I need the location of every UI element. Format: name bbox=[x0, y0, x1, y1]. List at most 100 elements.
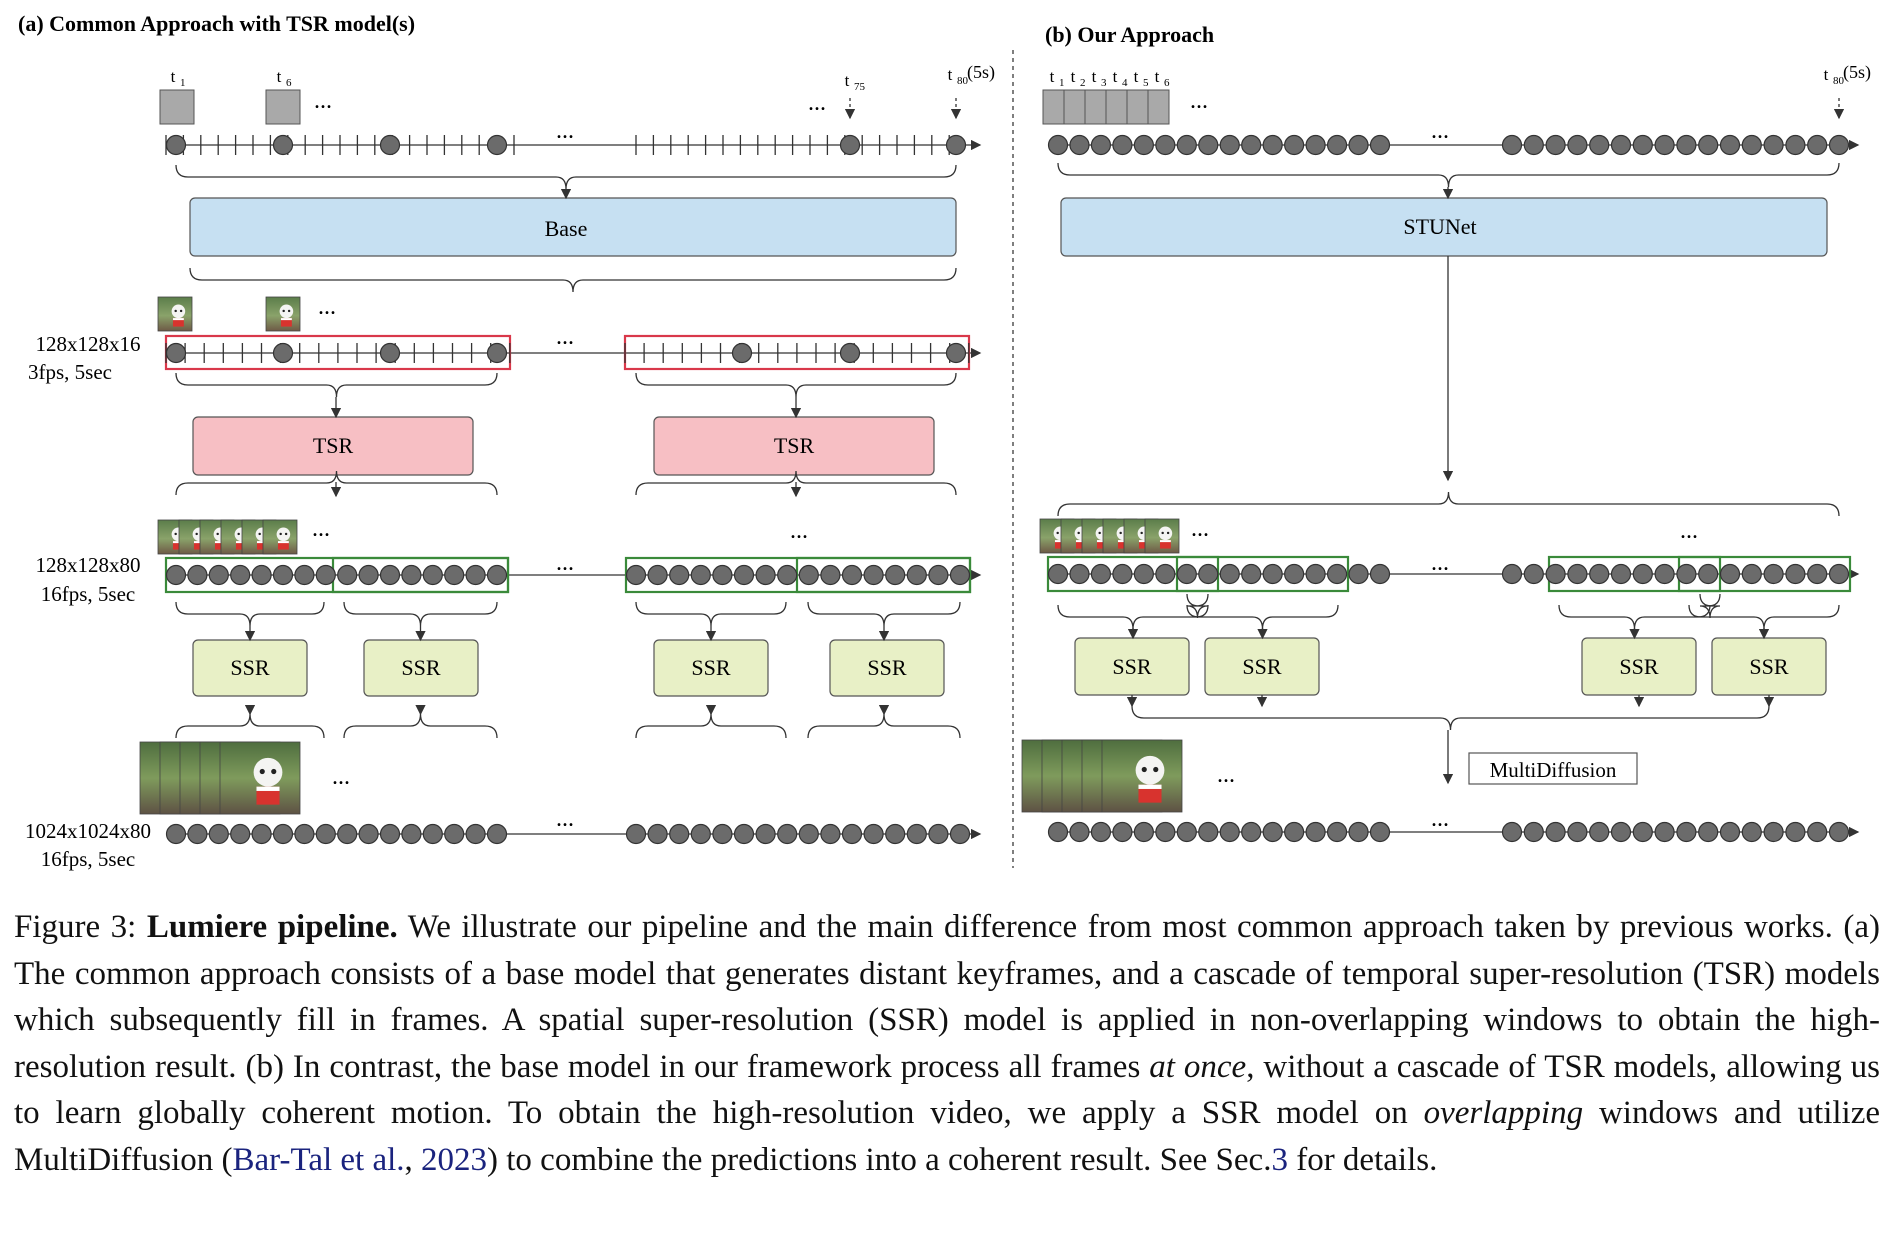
frame-dot bbox=[1763, 821, 1784, 843]
time-label: t bbox=[1092, 67, 1097, 86]
brace-out bbox=[635, 713, 787, 739]
ellipsis: ... bbox=[332, 764, 350, 790]
time-label-t75: t bbox=[845, 71, 850, 90]
panda-thumbnail-eye bbox=[1166, 531, 1170, 535]
time-label-t75-sub: 75 bbox=[854, 81, 866, 93]
frame-dot bbox=[1828, 563, 1850, 585]
frame-dot bbox=[358, 823, 379, 845]
brace bbox=[1688, 604, 1840, 630]
frame-dot bbox=[1828, 134, 1850, 156]
panda-thumbnail-eye bbox=[258, 532, 261, 536]
frame-dot bbox=[187, 564, 208, 586]
frame-dot bbox=[1828, 821, 1850, 843]
ellipsis: ... bbox=[312, 516, 330, 542]
citation-year-link[interactable]: 2023 bbox=[421, 1141, 488, 1178]
frame-dot bbox=[1262, 563, 1283, 585]
panda-thumbnail-cup bbox=[172, 541, 184, 550]
frame-dot bbox=[1589, 134, 1610, 156]
frame-dot bbox=[1176, 563, 1197, 585]
frame-dot bbox=[1741, 821, 1762, 843]
caption-text-5: for details. bbox=[1287, 1141, 1438, 1178]
frame-dot bbox=[1219, 134, 1240, 156]
time-label-sub: 5 bbox=[1143, 77, 1149, 89]
ellipsis: ... bbox=[556, 550, 574, 576]
frame-dot bbox=[337, 823, 358, 845]
ssr-label-b2: SSR bbox=[1242, 654, 1281, 679]
panda-thumbnail-cup-rim bbox=[277, 541, 289, 544]
frame-dot bbox=[1567, 821, 1588, 843]
frame-dot bbox=[294, 823, 315, 845]
caption-cite-sep: , bbox=[404, 1141, 422, 1178]
pipeline-diagram: (a) Common Approach with TSR model(s) (b… bbox=[18, 11, 1871, 871]
ssr-label-a1: SSR bbox=[230, 655, 269, 680]
brace bbox=[1057, 604, 1209, 630]
time-label: t bbox=[1071, 67, 1076, 86]
panda-thumbnail-cup bbox=[193, 541, 205, 550]
frame-dot bbox=[165, 823, 187, 845]
panda-image-eye bbox=[271, 768, 277, 775]
multidiffusion-box bbox=[1468, 752, 1638, 785]
frame-dot bbox=[949, 564, 971, 586]
caption-overlapping: overlapping bbox=[1423, 1095, 1584, 1131]
citation-authors-link[interactable]: Bar-Tal et al. bbox=[232, 1141, 405, 1178]
panda-thumbnail-eye bbox=[1056, 531, 1059, 535]
frame-placeholder bbox=[1084, 89, 1107, 125]
frame-dot bbox=[1501, 563, 1523, 585]
panda-image-cup bbox=[256, 786, 280, 805]
stunet-label: STUNet bbox=[1403, 214, 1476, 239]
panda-thumbnail-cup bbox=[280, 318, 292, 327]
pipeline-figure: (a) Common Approach with TSR model(s) (b… bbox=[18, 11, 1871, 871]
ellipsis: ... bbox=[1190, 88, 1208, 114]
brace bbox=[175, 372, 498, 398]
brace bbox=[343, 601, 498, 627]
frame-dot bbox=[690, 823, 711, 845]
section-ref-link[interactable]: 3 bbox=[1271, 1141, 1288, 1178]
multidiffusion-label: MultiDiffusion bbox=[1490, 758, 1617, 782]
frame-dot bbox=[1785, 134, 1806, 156]
frame-dot bbox=[1741, 563, 1762, 585]
frame-dot bbox=[1545, 134, 1566, 156]
frame-dot bbox=[1176, 134, 1197, 156]
frame-dot bbox=[1198, 821, 1219, 843]
ellipsis: ... bbox=[318, 294, 336, 320]
panda-thumbnail-cup-rim bbox=[1159, 540, 1171, 543]
panda-thumbnail-eye bbox=[279, 532, 282, 536]
frame-dot bbox=[486, 564, 508, 586]
time-label-t80: t bbox=[1824, 65, 1829, 84]
panda-thumbnail-cup bbox=[1054, 540, 1066, 549]
row1-res-label: 128x128x16 bbox=[36, 332, 141, 356]
frame-dot bbox=[315, 564, 336, 586]
keyframe-dot bbox=[486, 342, 508, 364]
caption-label: Figure 3: bbox=[14, 909, 137, 945]
frame-placeholder bbox=[1147, 89, 1170, 125]
panda-thumbnail-eye bbox=[284, 532, 288, 536]
frame-dot bbox=[1219, 821, 1240, 843]
frame-dot bbox=[777, 564, 798, 586]
brace bbox=[1558, 604, 1711, 630]
frame-dot bbox=[1676, 563, 1697, 585]
frame-dot bbox=[1589, 821, 1610, 843]
frame-dot bbox=[1654, 821, 1675, 843]
caption-at-once: at once bbox=[1149, 1048, 1247, 1085]
frame-dot bbox=[798, 564, 819, 586]
frame-dot bbox=[230, 564, 251, 586]
brace-out bbox=[189, 267, 957, 293]
frame-dot bbox=[906, 823, 927, 845]
frame-dot bbox=[422, 823, 443, 845]
row3-fps-label: 16fps, 5sec bbox=[41, 847, 135, 871]
panda-image-eye bbox=[259, 768, 265, 775]
frame-dot bbox=[1176, 821, 1197, 843]
frame-dot bbox=[379, 564, 401, 586]
frame-dot bbox=[1090, 134, 1112, 156]
panda-thumbnail-cup-rim bbox=[193, 541, 205, 544]
base-model-box bbox=[189, 197, 957, 257]
frame-dot bbox=[1112, 563, 1133, 585]
panda-image-eye bbox=[1141, 766, 1147, 773]
frame-dot bbox=[820, 823, 841, 845]
brace bbox=[635, 372, 957, 398]
keyframe-dot bbox=[945, 342, 967, 364]
frame-dot bbox=[1155, 134, 1176, 156]
ellipsis: ... bbox=[1431, 550, 1449, 576]
row1-fps-label: 3fps, 5sec bbox=[28, 360, 112, 384]
frame-dot bbox=[1545, 821, 1566, 843]
